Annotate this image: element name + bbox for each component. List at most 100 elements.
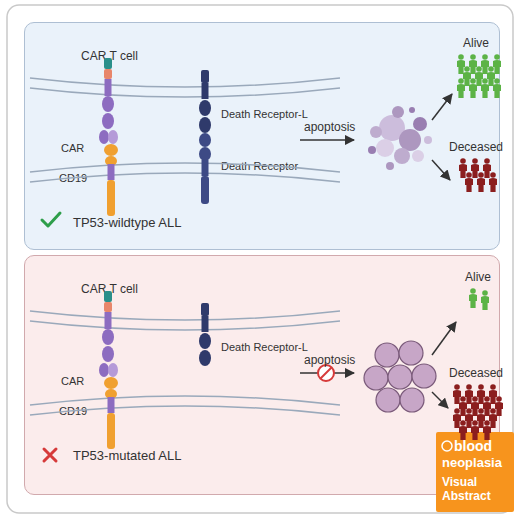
alive-people-part	[457, 78, 465, 98]
outcome-group: Alive	[451, 269, 505, 321]
alive-people-part	[469, 78, 477, 98]
node-label: CD19	[59, 172, 87, 185]
membranes-top-part	[30, 173, 340, 182]
alive-people-part	[469, 288, 477, 308]
alive-people	[457, 54, 501, 98]
apoptotic-cells-part	[370, 126, 382, 138]
outcome-arrow	[432, 322, 456, 355]
cd19-antigen-part	[107, 180, 115, 216]
deceased-people-part	[453, 384, 461, 404]
death-receptor-part	[201, 176, 209, 204]
node-label: CD19	[59, 405, 87, 418]
outcome-arrow	[432, 160, 450, 180]
death-receptor-part	[202, 160, 209, 176]
prohibition-sign	[318, 365, 334, 381]
bottom-synapse	[30, 291, 340, 449]
alive-people-part	[457, 54, 465, 74]
node-label: CAR T cell	[81, 50, 138, 64]
apoptotic-cells-part	[392, 106, 404, 118]
apoptotic-cells-part	[368, 146, 376, 154]
alive-people-part	[487, 66, 495, 86]
car-receptor	[99, 291, 118, 377]
deceased-people-part	[495, 396, 503, 416]
death-receptor-ligand-part	[201, 70, 209, 83]
deceased-people-part	[465, 172, 473, 192]
car-receptor-part	[104, 302, 112, 312]
deceased-people-part	[471, 420, 479, 440]
node-label: Death Receptor-L	[221, 108, 308, 121]
deceased-people-part	[453, 408, 461, 428]
membranes-bottom-part	[30, 396, 340, 405]
cd19-antigen-part	[104, 377, 118, 389]
death-receptor-part	[199, 147, 211, 161]
outcome-arrow	[432, 94, 452, 120]
car-receptor-part	[108, 363, 118, 377]
death-receptor-ligand-part	[202, 316, 209, 332]
logo-text: Visual Abstract	[442, 476, 508, 504]
cross-mark	[44, 449, 56, 461]
apoptotic-cells-part	[399, 129, 421, 151]
death-receptor-ligand-part	[199, 100, 211, 116]
deceased-people-part	[489, 408, 497, 428]
apoptotic-cells-part	[394, 148, 410, 164]
cd19-antigen-part	[105, 389, 117, 399]
journal-logo: bloodneoplasiaVisual Abstract	[436, 432, 514, 512]
intact-leukemia-cells-part	[400, 388, 424, 412]
car-receptor-part	[104, 69, 112, 79]
deceased-people-part	[483, 158, 491, 178]
car-receptor-part	[104, 58, 112, 69]
apoptotic-cells-part	[379, 115, 405, 141]
car-receptor-part	[104, 291, 112, 302]
apoptotic-cells-part	[424, 136, 432, 144]
car-receptor	[99, 58, 118, 144]
intact-leukemia-cells-part	[364, 366, 388, 390]
apoptotic-cells-part	[376, 139, 394, 157]
cd19-antigen-part	[105, 156, 117, 166]
alive-people	[469, 288, 489, 310]
car-receptor-part	[105, 79, 112, 96]
deceased-people-part	[471, 396, 479, 416]
apoptotic-cells-part	[409, 107, 415, 113]
outcome-panel: TP53-mutated ALLCAR T cellCARCD19Death R…	[24, 255, 500, 495]
deceased-people-part	[459, 396, 467, 416]
node-label: TP53-mutated ALL	[73, 449, 181, 464]
alive-people-part	[469, 54, 477, 74]
alive-people-part	[493, 78, 501, 98]
membranes-bottom	[30, 311, 340, 415]
alive-people-part	[481, 78, 489, 98]
car-receptor-part	[102, 346, 114, 362]
deceased-people-part	[459, 420, 467, 440]
membranes-bottom-part	[30, 311, 340, 320]
node-label: TP53-wildtype ALL	[73, 216, 181, 231]
node-label: Alive	[451, 271, 505, 285]
death-receptor-part	[199, 133, 211, 147]
intact-leukemia-cells-part	[399, 341, 423, 365]
death-receptor-ligand-part	[201, 303, 209, 316]
node-label: Death Receptor	[221, 160, 298, 173]
outcome-group: Deceased	[445, 141, 507, 203]
outcome-panel: TP53-wildtype ALLCAR T cellCARCD19Death …	[24, 22, 500, 250]
deceased-people-part	[465, 408, 473, 428]
deceased-people	[453, 384, 503, 440]
death-receptor	[199, 133, 211, 204]
membranes-bottom-part	[30, 406, 340, 415]
alive-people-part	[481, 290, 489, 310]
apoptotic-cells-part	[412, 150, 424, 162]
deceased-people-part	[465, 384, 473, 404]
car-receptor-part	[105, 312, 112, 329]
car-receptor-part	[102, 113, 114, 129]
alive-people-part	[463, 66, 471, 86]
apoptosis-arrow	[300, 139, 354, 141]
death-receptor-ligand-part	[202, 83, 209, 99]
alive-people-part	[493, 54, 501, 74]
cd19-antigen-part	[108, 397, 115, 413]
death-receptor-ligand	[199, 70, 211, 133]
car-receptor-part	[102, 329, 114, 345]
deceased-people-part	[483, 420, 491, 440]
cd19-antigen	[104, 377, 118, 449]
apoptotic-cells-part	[386, 162, 394, 170]
node-label: Alive	[447, 37, 505, 51]
immune-synapse: CAR T cellCARCD19Death Receptor-L	[31, 279, 341, 449]
death-receptor-ligand-part	[199, 333, 211, 349]
